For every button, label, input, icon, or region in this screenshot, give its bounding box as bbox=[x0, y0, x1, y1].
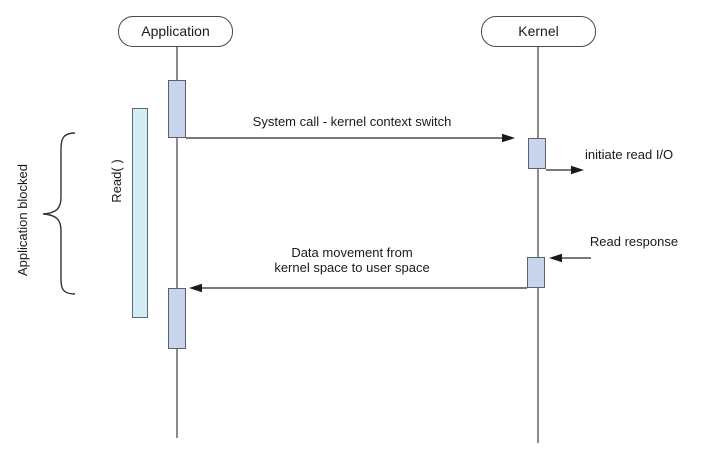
data-movement-arrowhead bbox=[189, 283, 202, 293]
system-call-label: System call - kernel context switch bbox=[252, 114, 452, 129]
application-activation-bar-1 bbox=[168, 80, 186, 138]
application-blocked-label: Application blocked bbox=[15, 163, 30, 277]
data-movement-label-line1: Data movement from bbox=[291, 245, 413, 260]
read-blocking-duration-rect bbox=[132, 108, 148, 318]
actor-application: Application bbox=[118, 16, 233, 47]
read-response-label: Read response bbox=[589, 234, 679, 249]
read-response-arrowhead bbox=[549, 253, 562, 263]
data-movement-label: Data movement from kernel space to user … bbox=[202, 245, 502, 275]
kernel-activation-bar-2 bbox=[527, 257, 545, 288]
initiate-read-arrowhead bbox=[571, 165, 584, 175]
system-call-arrowhead bbox=[502, 133, 515, 143]
initiate-read-label: initiate read I/O bbox=[585, 147, 674, 162]
application-activation-bar-2 bbox=[168, 288, 186, 349]
data-movement-label-line2: kernel space to user space bbox=[274, 260, 430, 275]
read-call-label: Read( ) bbox=[109, 159, 124, 203]
blocked-brace bbox=[42, 132, 76, 295]
kernel-activation-bar-1 bbox=[528, 138, 546, 169]
actor-kernel: Kernel bbox=[481, 16, 596, 47]
